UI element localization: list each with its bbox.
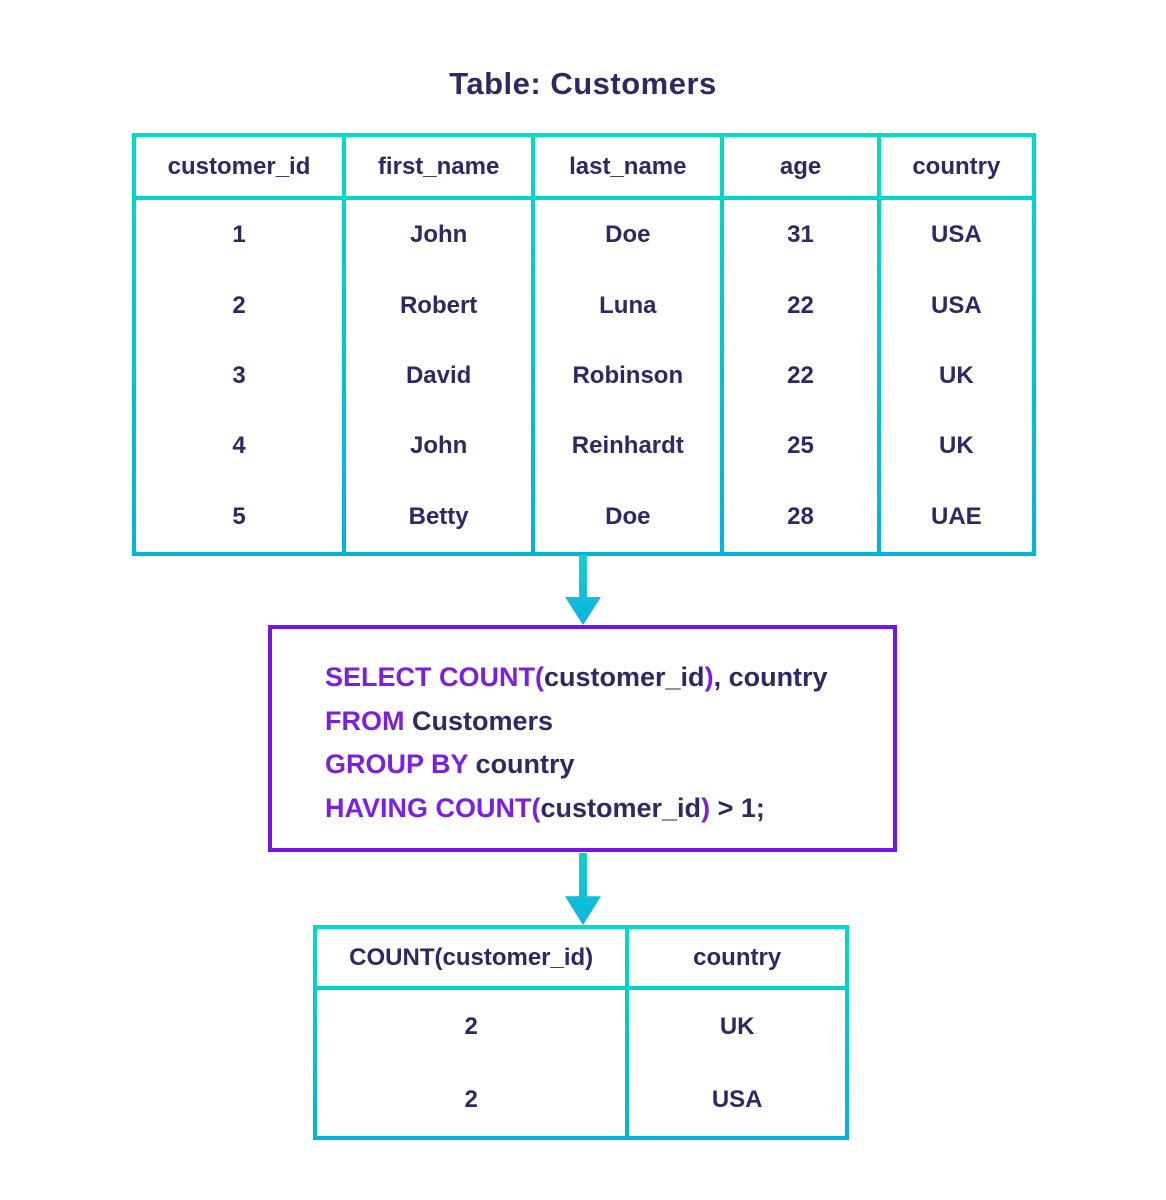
customers-cell: 28 (787, 502, 814, 530)
result-column-country: UK USA (629, 990, 845, 1136)
sql-query-line: HAVING COUNT(customer_id) > 1; (325, 787, 873, 831)
customers-cell: 1 (232, 221, 246, 249)
result-header-COUNT(customer_id): COUNT(customer_id) (317, 929, 626, 986)
customers-cell: Luna (599, 291, 657, 319)
sql-keyword: FROM (325, 705, 405, 736)
sql-text: country (468, 749, 575, 779)
down-arrow-icon (565, 555, 601, 625)
sql-keyword: HAVING COUNT( (325, 792, 541, 823)
customers-cell: John (409, 221, 468, 249)
customers-cell: Robert (399, 291, 478, 319)
customers-cell: 31 (787, 221, 814, 249)
sql-keyword: ) (701, 792, 711, 823)
customers-header-country: country (880, 137, 1032, 196)
sql-query-line: FROM Customers (325, 700, 873, 744)
result-cell: UK (719, 1012, 755, 1040)
customers-cell: Doe (605, 221, 651, 249)
customers-header-last_name: last_name (535, 137, 721, 196)
customers-cell: UK (939, 432, 974, 460)
sql-text: customer_id (544, 662, 705, 692)
customers-column-country: USA USA UK UK UAE (880, 200, 1032, 552)
customers-cell: David (405, 362, 472, 390)
result-cell: 2 (464, 1085, 478, 1113)
sql-text: customer_id (540, 792, 702, 823)
customers-cell: Robinson (572, 362, 684, 390)
sql-keyword: SELECT COUNT( (325, 662, 544, 692)
sql-text: , country (713, 662, 828, 692)
customers-header-age: age (724, 137, 877, 196)
sql-text: Customers (404, 705, 554, 736)
customers-cell: 4 (232, 432, 246, 460)
result-header-country: country (629, 929, 845, 986)
page-title: Table: Customers (449, 66, 717, 101)
customers-cell: 2 (232, 291, 246, 319)
customers-cell: John (409, 432, 468, 460)
customers-header-first_name: first_name (346, 137, 532, 196)
sql-keyword: GROUP BY (325, 749, 469, 779)
customers-column-customer_id: 1 2 3 4 5 (136, 200, 343, 552)
sql-text: > 1; (710, 792, 765, 823)
customers-cell: 22 (787, 362, 814, 390)
result-cell: USA (711, 1085, 763, 1113)
customers-cell: 5 (232, 502, 246, 530)
sql-keyword: ) (704, 662, 714, 692)
result-cell: 2 (464, 1012, 478, 1040)
sql-query-line: GROUP BY country (325, 743, 873, 787)
customers-cell: 3 (232, 362, 246, 390)
sql-query-line: SELECT COUNT(customer_id), country (325, 656, 873, 700)
customers-cell: UK (939, 362, 974, 390)
customers-cell: UAE (931, 502, 982, 530)
customers-cell: Reinhardt (571, 432, 684, 460)
down-arrow-icon (565, 853, 601, 925)
customers-header-customer_id: customer_id (136, 137, 343, 196)
customers-cell: USA (931, 221, 982, 249)
customers-column-age: 31 22 22 25 28 (724, 200, 877, 552)
customers-cell: 25 (787, 432, 814, 460)
customers-cell: Betty (408, 502, 469, 530)
customers-cell: USA (931, 291, 982, 319)
customers-cell: Doe (605, 502, 651, 530)
customers-cell: 22 (787, 291, 814, 319)
